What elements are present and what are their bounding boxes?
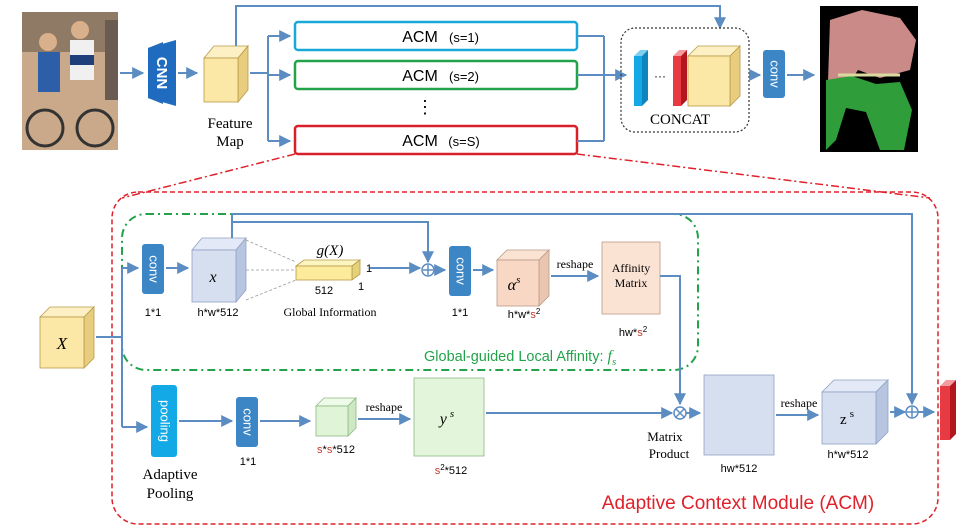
plus-node-1 [421,263,435,277]
adaptive-pooling-line2: Pooling [147,486,194,502]
input-x-cube: X [39,306,95,369]
gx-dim-512: 512 [315,285,333,297]
acmS-text: ACM [402,133,438,150]
cnn-block: CNN [148,40,176,106]
gla-label: Global-guided Local Affinity: fs [424,348,616,368]
reshape-label-3: reshape [781,396,818,410]
alpha-cube: αs [496,249,550,307]
conv3-block: conv [236,397,258,447]
matrix-product-line1: Matrix [647,429,683,444]
cnn-label: CNN [153,57,170,90]
concat-red-slab [673,50,687,106]
global-information-label: Global Information [284,305,377,319]
z-dims: h*w*512 [828,449,869,461]
hw-matrix [703,374,775,456]
conv3-size: 1*1 [240,456,257,468]
acmS-scale: (s=S) [448,134,479,149]
conv2-size: 1*1 [452,307,469,319]
input-image [22,12,118,150]
acm-box-s2: ACM (s=2) [293,59,579,91]
top-conv-label: conv [768,60,783,88]
acm2-text: ACM [402,68,438,85]
gx-dim-1a: 1 [366,263,372,275]
gx-label: g(X) [317,243,344,259]
acm-box-s1: ACM (s=1) [293,20,579,52]
acm-box-sS: ACM (s=S) [293,124,579,156]
y-dims: s2*512 [435,463,468,477]
conv2-block: conv [449,246,471,296]
acm-module-title: Adaptive Context Module (ACM) [602,493,874,514]
matrix-product-node [673,406,687,420]
pooling-block: pooling [151,385,177,457]
concat-label: CONCAT [650,112,710,128]
x-cube: x [191,236,247,304]
acm2-scale: (s=2) [449,69,479,84]
concat-group [620,27,750,133]
concat-dots: ··· [654,69,666,83]
gx-dim-1b: 1 [358,281,364,293]
gx-slab [294,259,362,281]
ss-dims: s*s*512 [317,444,355,456]
feature-map-label-2: Map [216,134,244,150]
y-matrix [413,377,485,457]
adaptive-pooling-line1: Adaptive [143,467,198,483]
ss-cube [315,397,357,437]
affinity-line1: Affinity [612,261,650,275]
plus-node-2 [905,405,919,419]
affinity-line2: Matrix [615,276,648,290]
conv3-label: conv [241,408,256,436]
conv2-label: conv [454,257,469,285]
matrix-product-line2: Product [649,446,690,461]
alpha-label: αs [508,274,521,294]
concat-yellow-cube [687,45,741,107]
acm1-scale: (s=1) [449,30,479,45]
conv1-size: 1*1 [145,307,162,319]
input-x-label: X [56,334,68,353]
affinity-dims: hw*s2 [619,325,648,339]
concat-blue-slab [634,50,648,106]
segmentation-output [820,6,918,152]
feature-map-label-1: Feature [208,116,253,132]
pooling-label: pooling [158,400,173,442]
acm1-text: ACM [402,29,438,46]
hw-dims: hw*512 [721,463,758,475]
x-label: x [208,269,216,286]
alpha-dims: h*w*s2 [508,307,541,321]
conv1-block: conv [142,244,164,294]
x-dims: h*w*512 [198,307,239,319]
acm-module-border [111,191,939,525]
output-red-slab [940,380,956,440]
reshape-label-1: reshape [557,257,594,271]
acm-ellipsis: ⋮ [416,97,434,117]
reshape-label-2: reshape [366,400,403,414]
top-conv-block: conv [763,50,785,98]
conv1-label: conv [147,255,162,283]
feature-map-cube [203,44,249,104]
affinity-matrix [601,241,661,315]
